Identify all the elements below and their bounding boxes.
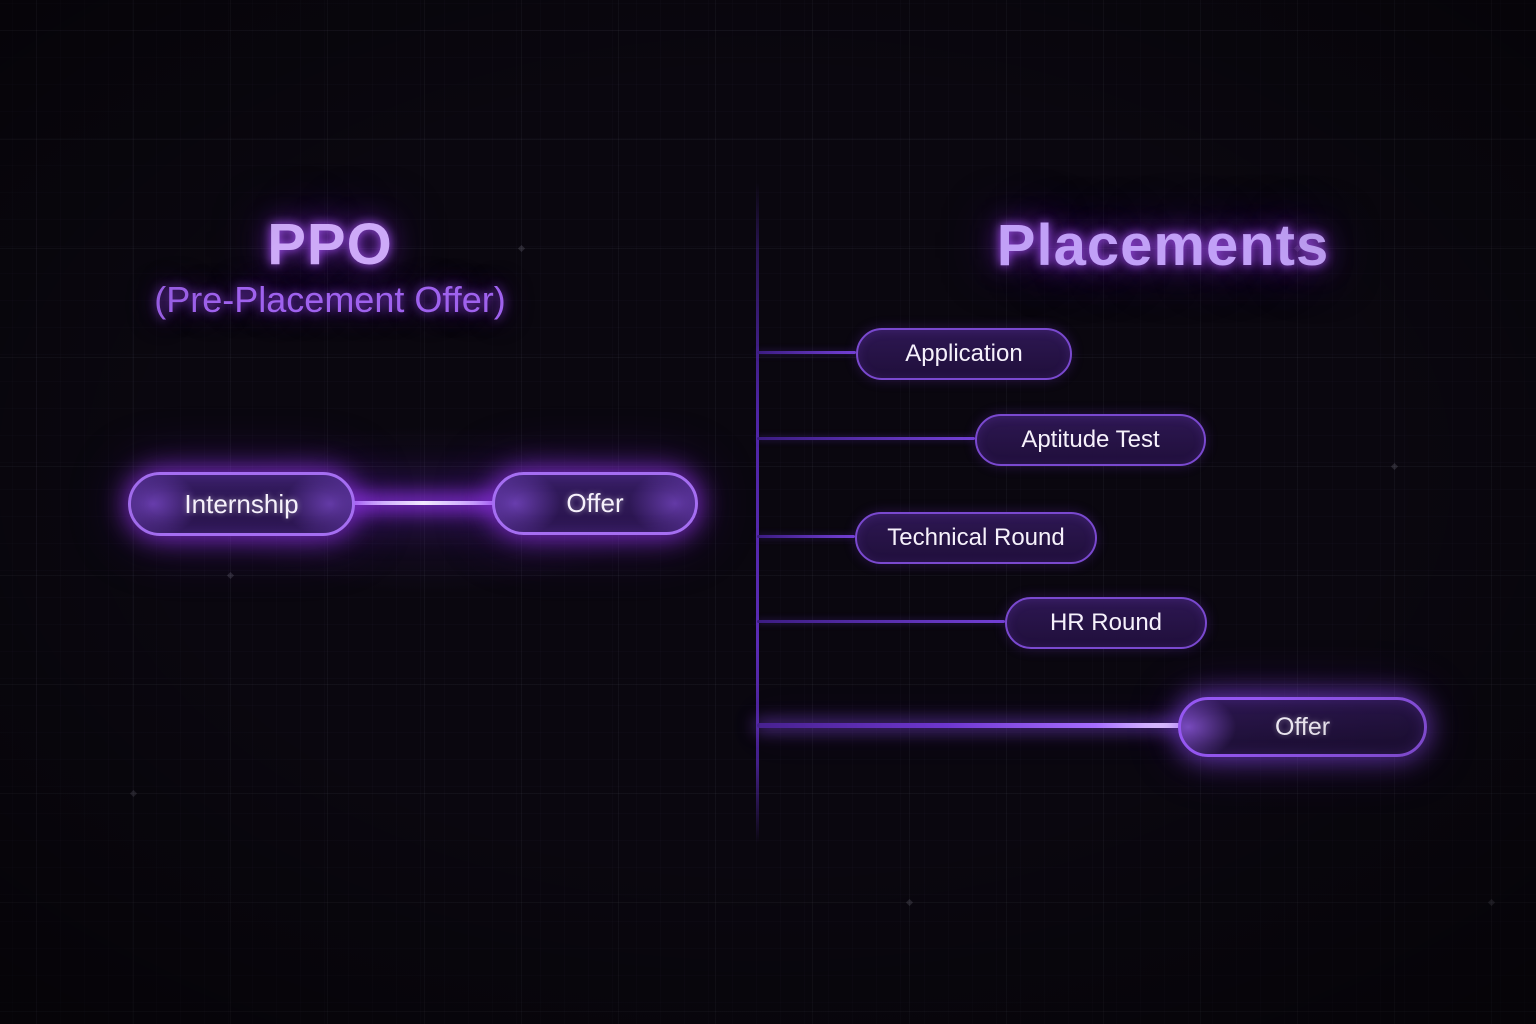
placements-title: Placements [953, 212, 1373, 279]
aptitude-test-connector [757, 437, 975, 440]
application-connector [757, 351, 856, 354]
internship-offer-connector [352, 501, 495, 505]
node-application: Application [856, 328, 1072, 380]
technical-round-connector [757, 535, 855, 538]
offer-connector [757, 723, 1180, 728]
node-internship: Internship [128, 472, 355, 536]
node-hr-round: HR Round [1005, 597, 1207, 649]
ppo-subtitle: (Pre-Placement Offer) [120, 279, 540, 321]
node-aptitude-test: Aptitude Test [975, 414, 1206, 466]
placements-spine-line [756, 183, 759, 843]
node-ppo-offer: Offer [492, 472, 698, 535]
ppo-title: PPO [120, 211, 540, 278]
node-technical-round: Technical Round [855, 512, 1097, 564]
node-placement-offer: Offer [1178, 697, 1427, 757]
hr-round-connector [757, 620, 1005, 623]
